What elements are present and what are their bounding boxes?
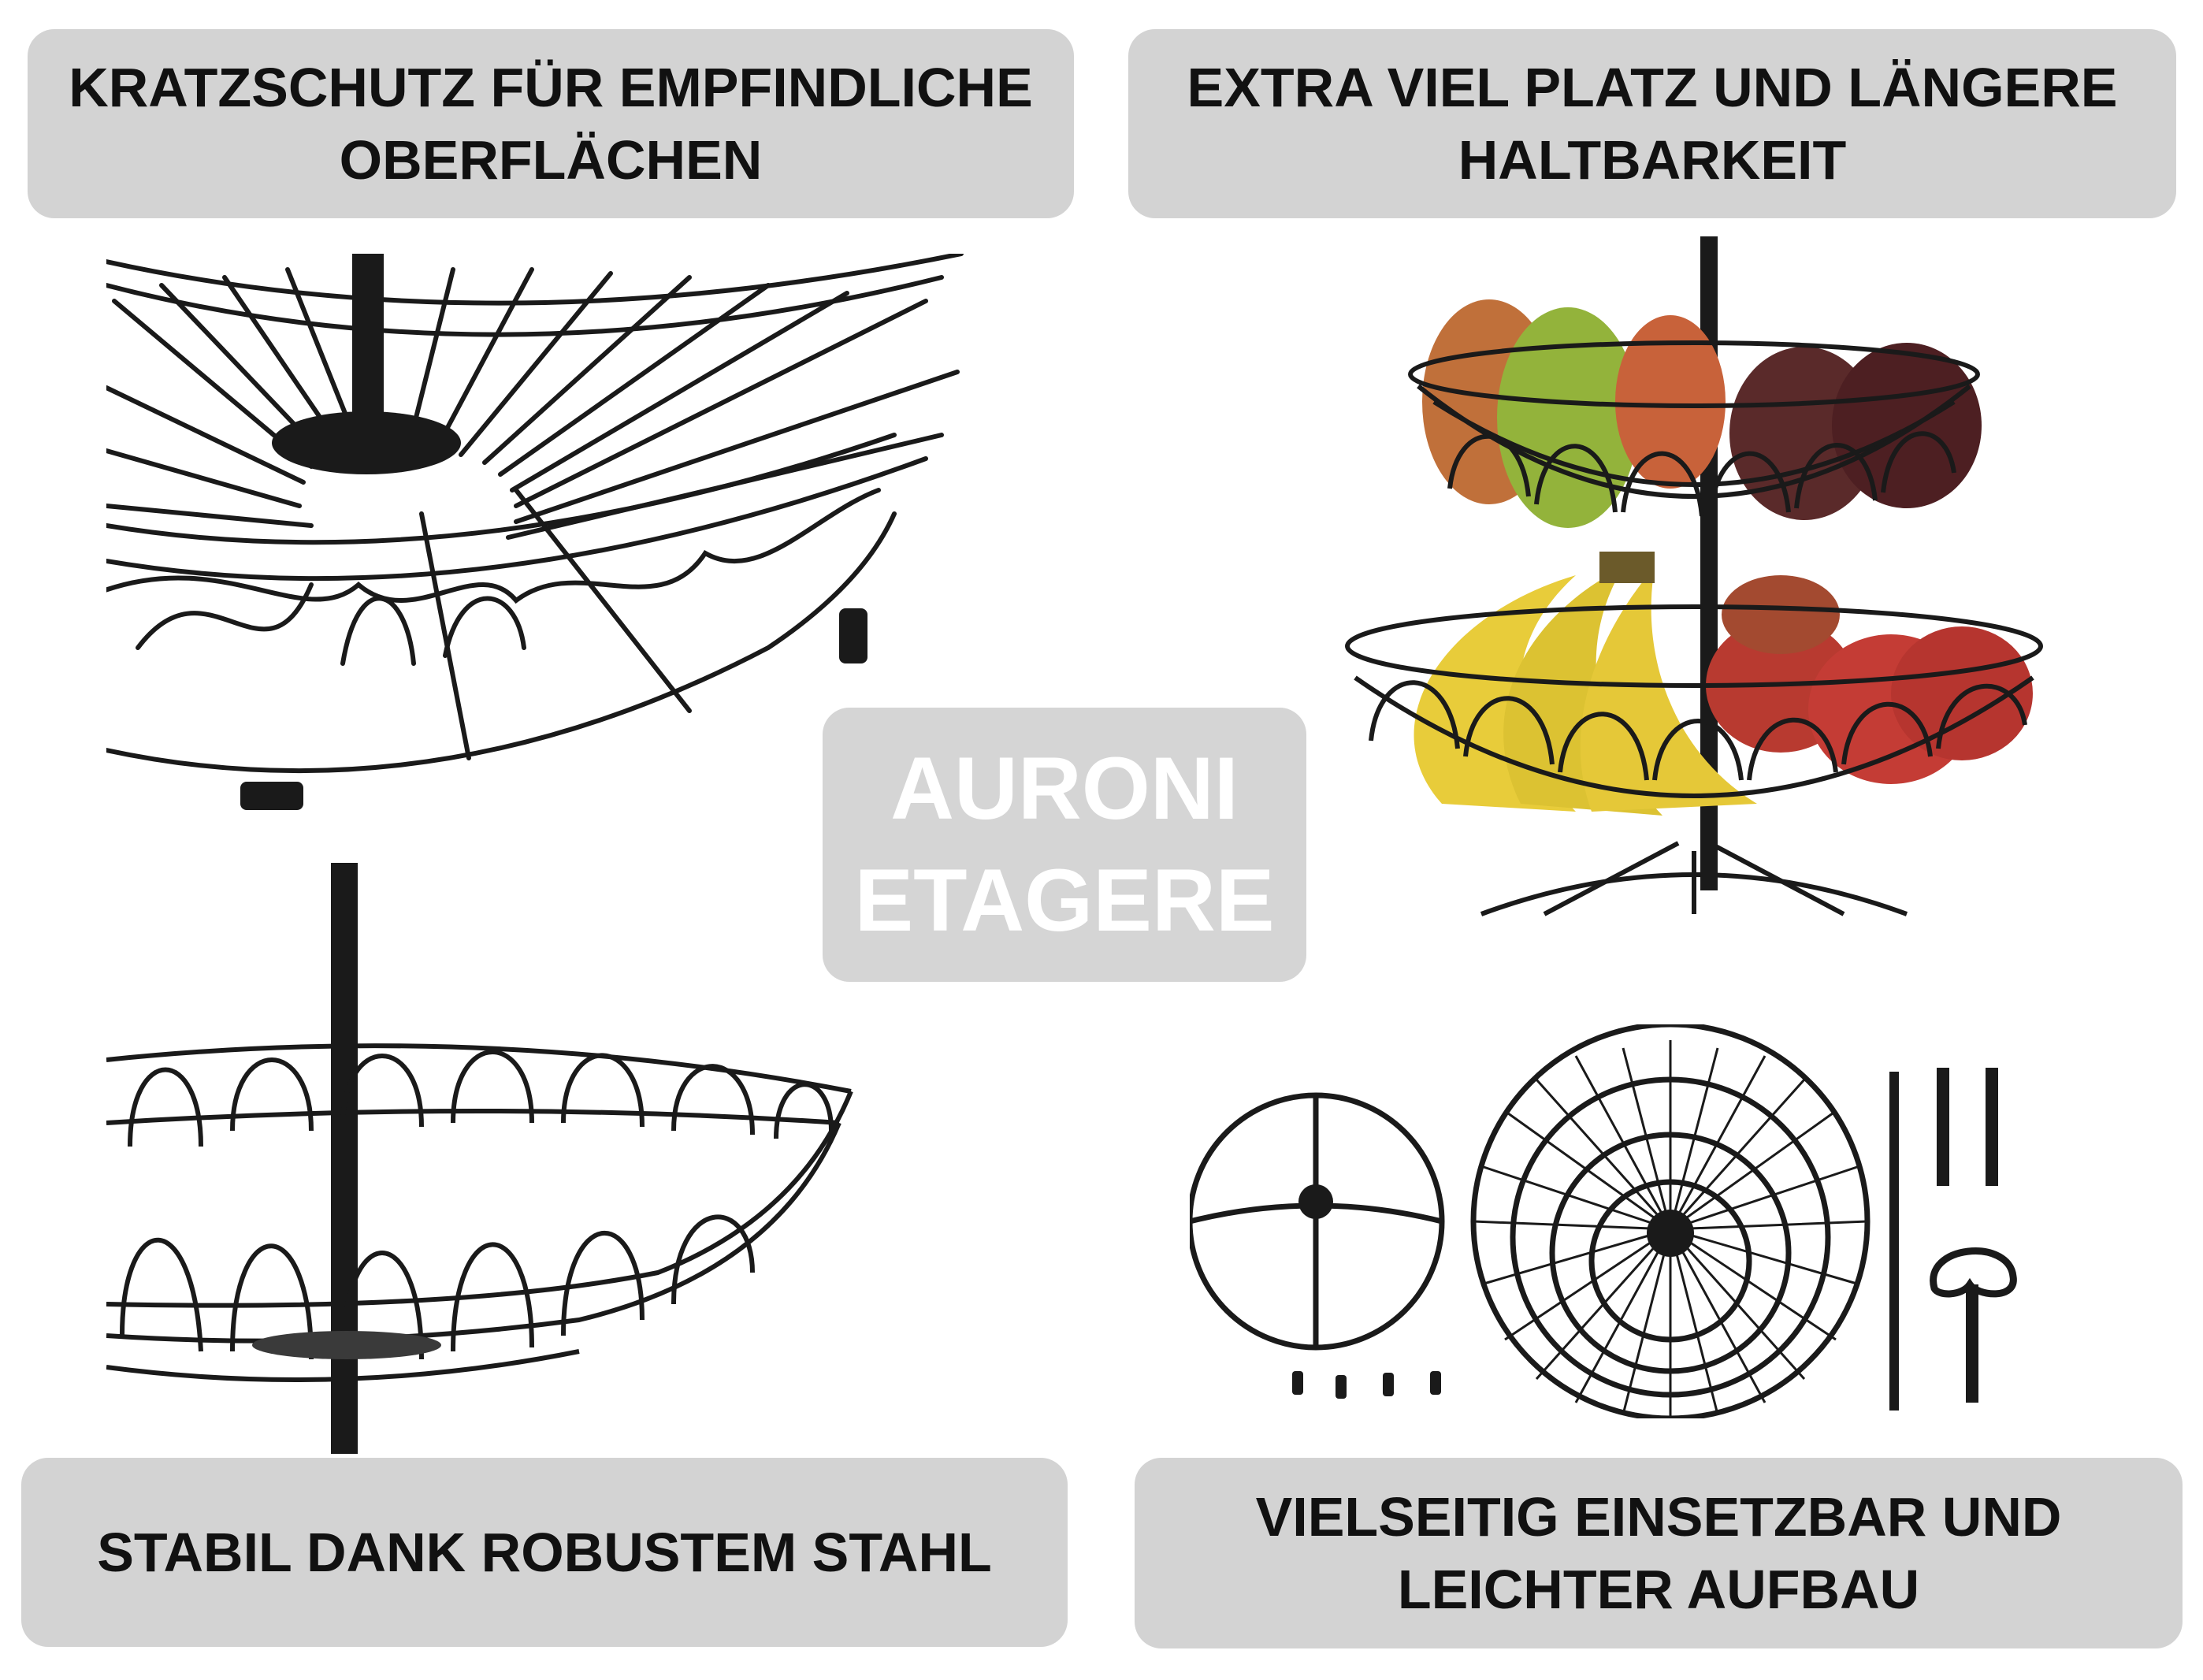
banner-line: LEICHTER AUFBAU: [1397, 1559, 1920, 1620]
banner-line: OBERFLÄCHEN: [339, 129, 763, 191]
banner-line: KRATZSCHUTZ FÜR EMPFINDLICHE: [69, 57, 1033, 118]
banner-extra-space: EXTRA VIEL PLATZ UND LÄNGERE HALTBARKEIT: [1128, 29, 2176, 218]
banner-versatile-assembly: VIELSEITIG EINSETZBAR UND LEICHTER AUFBA…: [1135, 1458, 2183, 1648]
banner-stable-steel: STABIL DANK ROBUSTEM STAHL: [21, 1458, 1068, 1647]
banner-line: EXTRA VIEL PLATZ UND LÄNGERE: [1187, 57, 2118, 118]
photo-basket-side: [106, 863, 863, 1454]
brand-name: AURONI: [890, 739, 1239, 838]
photo-etagere-with-fruit: [1339, 236, 2049, 930]
banner-scratch-protection: KRATZSCHUTZ FÜR EMPFINDLICHE OBERFLÄCHEN: [28, 29, 1074, 218]
banner-line: VIELSEITIG EINSETZBAR UND: [1255, 1486, 2062, 1548]
photo-parts-assembly: [1190, 1024, 2056, 1418]
brand-box: AURONI ETAGERE: [823, 708, 1306, 982]
banner-line: HALTBARKEIT: [1458, 129, 1847, 191]
product-name: ETAGERE: [854, 851, 1275, 950]
photo-basket-underside: [106, 254, 973, 829]
banner-line: STABIL DANK ROBUSTEM STAHL: [97, 1522, 992, 1583]
